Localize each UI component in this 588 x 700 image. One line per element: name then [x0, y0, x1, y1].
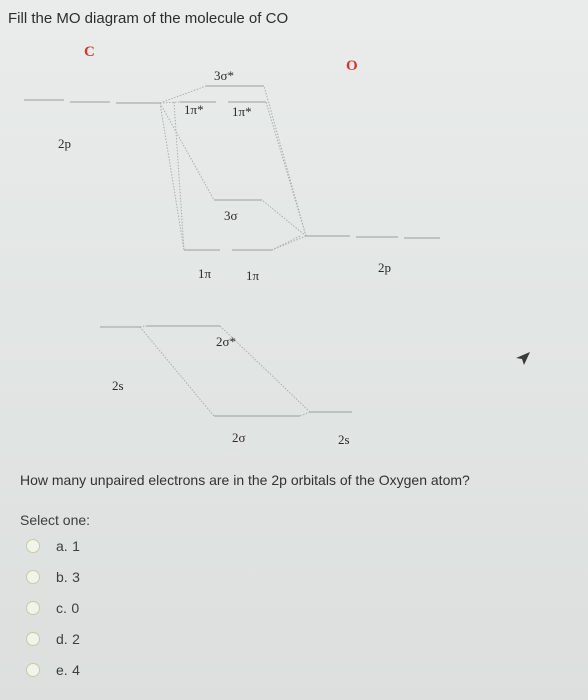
question-title: Fill the MO diagram of the molecule of C… — [8, 10, 289, 27]
option-d-letter: d. — [56, 631, 68, 647]
label-3s-star: 3σ* — [214, 68, 235, 83]
label-1pi-b: 1π — [246, 268, 260, 283]
label-1pi-star-a: 1π* — [184, 102, 204, 117]
question-prompt: How many unpaired electrons are in the 2… — [20, 472, 470, 488]
radio-b[interactable] — [26, 570, 40, 584]
option-c-letter: c. — [56, 600, 67, 616]
atom-label-carbon: C — [84, 44, 95, 60]
option-c-value: 0 — [71, 600, 80, 616]
radio-a[interactable] — [26, 539, 40, 553]
mo-diagram: C O 2p 3σ* 1π* 1π* 3σ 1π 1π 2p 2σ* 2s 2σ… — [0, 40, 588, 460]
mo-diagram-lines — [24, 85, 440, 417]
label-1pi-a: 1π — [198, 266, 212, 281]
select-one-label: Select one: — [20, 512, 91, 528]
label-o-2s: 2s — [338, 432, 350, 447]
label-2s: 2σ — [232, 430, 246, 445]
option-e[interactable]: e. 4 — [26, 660, 146, 680]
option-a[interactable]: a. 1 — [26, 536, 146, 556]
radio-e[interactable] — [26, 663, 40, 677]
option-b-letter: b. — [56, 569, 68, 585]
radio-d[interactable] — [26, 632, 40, 646]
option-e-value: 4 — [72, 662, 80, 678]
label-c-2p: 2p — [58, 136, 71, 151]
option-d[interactable]: d. 2 — [26, 629, 146, 649]
mouse-cursor-icon — [516, 352, 530, 365]
label-3s: 3σ — [224, 208, 238, 223]
option-c[interactable]: c. 0 — [26, 598, 146, 618]
option-d-value: 2 — [72, 631, 80, 647]
label-1pi-star-b: 1π* — [232, 104, 252, 119]
atom-label-oxygen: O — [346, 58, 358, 74]
option-b-value: 3 — [72, 569, 80, 585]
option-b[interactable]: b. 3 — [26, 567, 146, 587]
radio-c[interactable] — [26, 601, 40, 615]
label-2s-star: 2σ* — [216, 334, 237, 349]
label-c-2s: 2s — [112, 378, 124, 393]
option-e-letter: e. — [56, 662, 68, 678]
option-a-letter: a. — [56, 538, 68, 554]
option-a-value: 1 — [72, 538, 80, 554]
label-o-2p: 2p — [378, 260, 391, 275]
